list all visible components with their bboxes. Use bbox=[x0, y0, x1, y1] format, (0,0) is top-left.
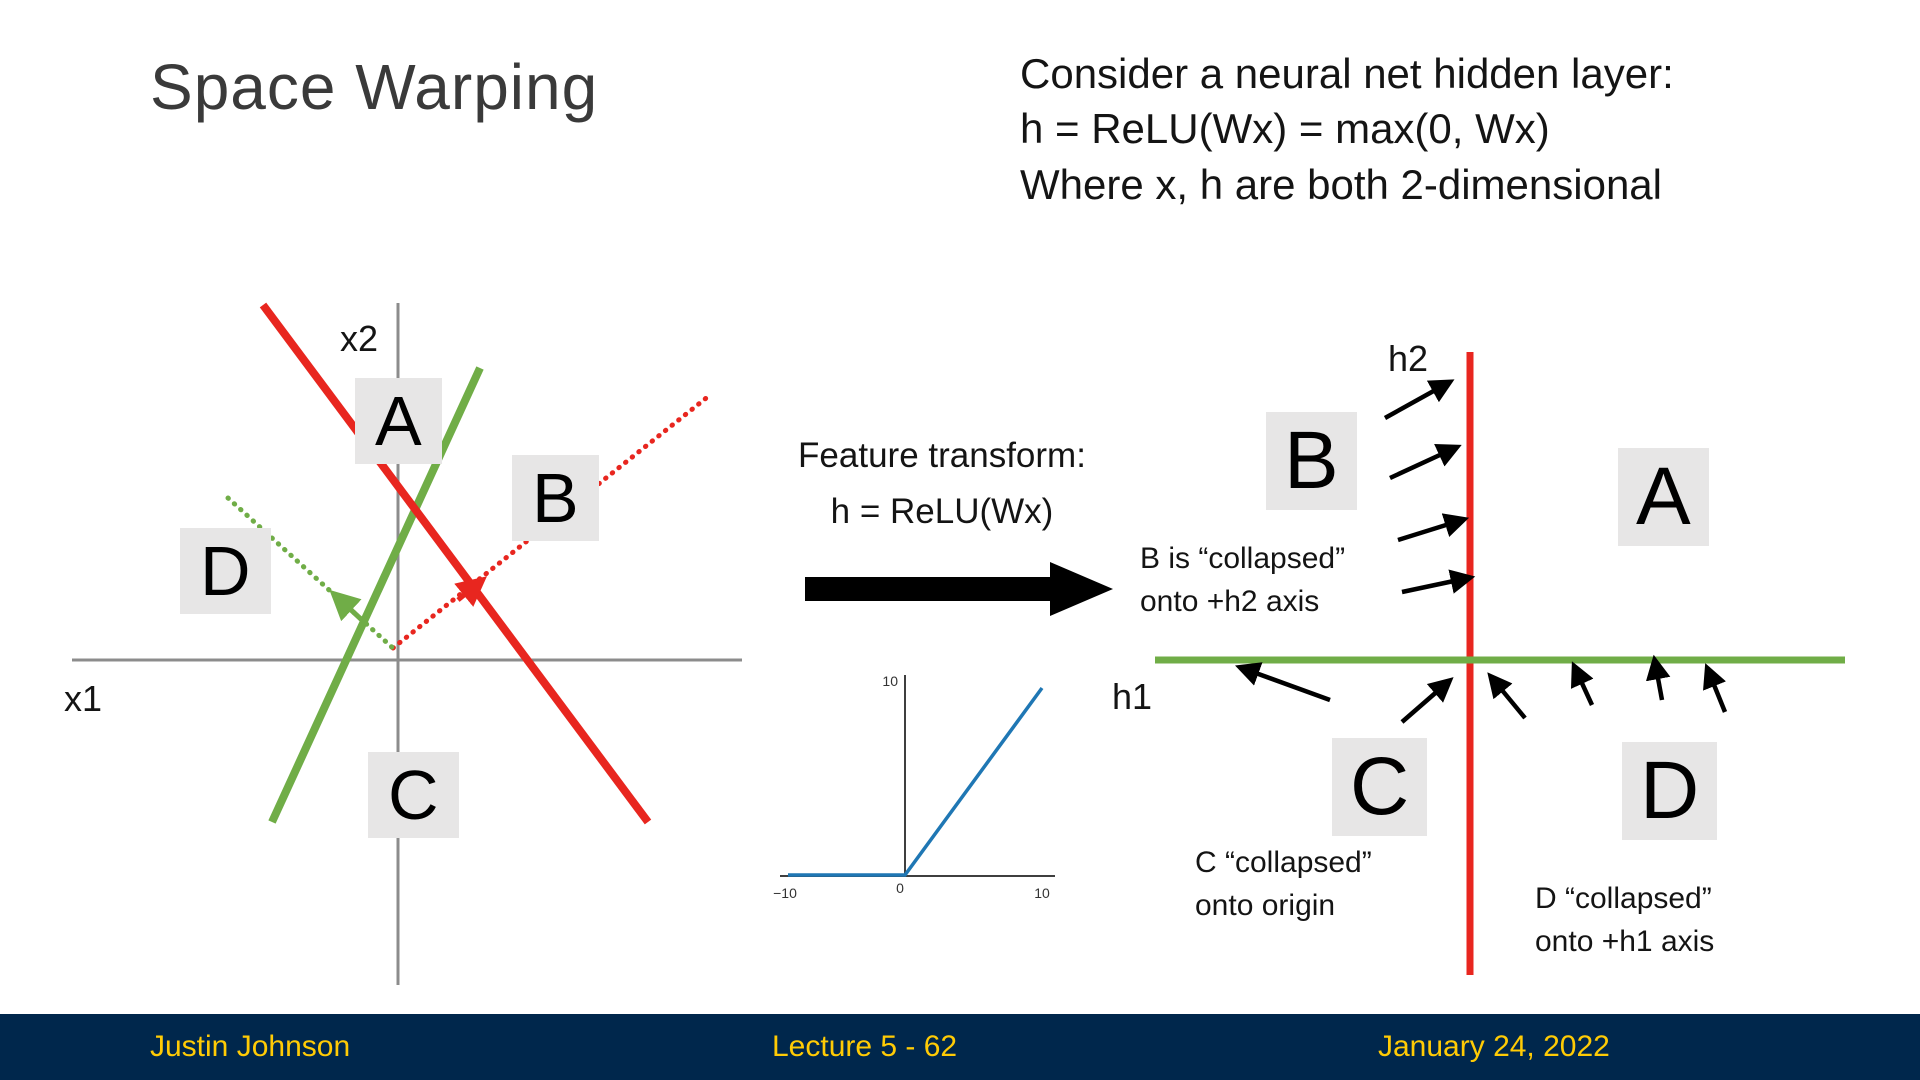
b-collapse-note: B is “collapsed” onto +h2 axis bbox=[1140, 538, 1345, 623]
right-region-a: A bbox=[1618, 448, 1709, 546]
c-collapse-arrow bbox=[1400, 677, 1454, 724]
relu-plot: 10 −10 0 10 bbox=[773, 673, 1055, 901]
right-plot bbox=[1155, 352, 1845, 975]
b-collapse-note-line-1: B is “collapsed” bbox=[1140, 542, 1346, 575]
relu-tick-ymax: 10 bbox=[882, 673, 898, 689]
d-collapse-arrow-3 bbox=[1645, 654, 1671, 701]
left-region-b: B bbox=[512, 455, 599, 541]
d-collapse-note: D “collapsed” onto +h1 axis bbox=[1535, 878, 1714, 963]
note-line-3: Where x, h are both 2-dimensional bbox=[1020, 160, 1662, 208]
relu-tick-xmin: −10 bbox=[773, 885, 797, 901]
b-collapse-arrow-3 bbox=[1397, 513, 1470, 543]
feature-transform-caption: Feature transform: h = ReLU(Wx) bbox=[772, 428, 1112, 540]
relu-tick-origin: 0 bbox=[896, 880, 904, 896]
green-dotted-arrow bbox=[329, 589, 365, 623]
right-region-d: D bbox=[1622, 742, 1718, 840]
b-collapse-note-line-2: onto +h2 axis bbox=[1140, 584, 1320, 618]
d-collapse-note-line-1: D “collapsed” bbox=[1535, 882, 1712, 915]
c-collapse-note: C “collapsed” onto origin bbox=[1195, 842, 1372, 927]
left-region-c: C bbox=[368, 752, 459, 838]
right-region-b: B bbox=[1266, 412, 1357, 510]
d-collapse-note-line-2: onto +h1 axis bbox=[1535, 924, 1715, 958]
b-collapse-arrow-2 bbox=[1389, 444, 1462, 481]
d-collapse-arrow-1 bbox=[1487, 672, 1527, 720]
footer-bar: Justin Johnson Lecture 5 - 62 January 24… bbox=[0, 1014, 1920, 1080]
note-line-1: Consider a neural net hidden layer: bbox=[1020, 50, 1674, 97]
transform-arrow-shaft bbox=[805, 577, 1050, 601]
c-collapse-note-line-1: C “collapsed” bbox=[1195, 846, 1372, 879]
origin-collapse-arrow bbox=[1235, 662, 1331, 703]
transform-arrow-head bbox=[1050, 562, 1113, 616]
slide-title: Space Warping bbox=[150, 51, 599, 123]
d-collapse-arrow-4 bbox=[1703, 663, 1728, 713]
green-solid-line bbox=[268, 366, 484, 824]
footer-date: January 24, 2022 bbox=[1378, 1030, 1610, 1063]
b-collapse-arrow-1 bbox=[1383, 379, 1455, 420]
relu-tick-xmax: 10 bbox=[1034, 885, 1050, 901]
footer-author: Justin Johnson bbox=[150, 1030, 351, 1063]
h2-axis-label: h2 bbox=[1388, 338, 1429, 379]
feature-transform-line-2: h = ReLU(Wx) bbox=[830, 492, 1054, 531]
x2-axis-label: x2 bbox=[340, 318, 379, 359]
right-region-c: C bbox=[1332, 738, 1428, 836]
feature-transform-line-1: Feature transform: bbox=[798, 436, 1086, 475]
note-line-2: h = ReLU(Wx) = max(0, Wx) bbox=[1020, 105, 1550, 153]
transform-arrow bbox=[805, 562, 1113, 616]
h1-axis-label: h1 bbox=[1112, 676, 1153, 717]
red-dotted-arrow bbox=[454, 576, 487, 607]
green-dotted-line bbox=[225, 495, 398, 653]
b-collapse-arrow-4 bbox=[1401, 569, 1476, 595]
relu-curve bbox=[788, 686, 1044, 877]
red-solid-line bbox=[259, 302, 652, 825]
footer-lecture: Lecture 5 - 62 bbox=[772, 1030, 958, 1063]
header-note: Consider a neural net hidden layer: h = … bbox=[1020, 46, 1674, 212]
d-collapse-arrow-2 bbox=[1570, 661, 1595, 706]
c-collapse-note-line-2: onto origin bbox=[1195, 888, 1336, 922]
left-region-d: D bbox=[180, 528, 271, 614]
x1-axis-label: x1 bbox=[64, 678, 103, 719]
left-region-a: A bbox=[355, 378, 442, 464]
